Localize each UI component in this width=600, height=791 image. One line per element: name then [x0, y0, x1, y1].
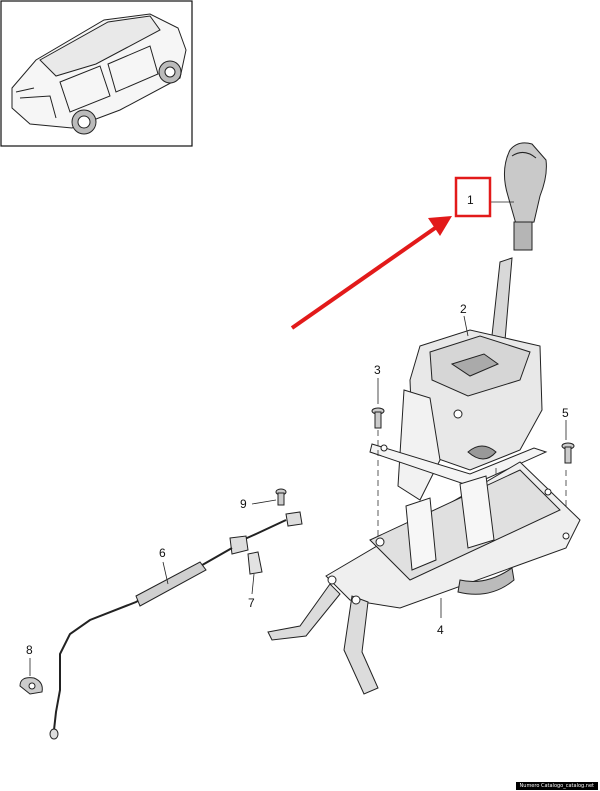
- callout-2: 2: [460, 302, 467, 316]
- screw-3: [371, 407, 385, 429]
- callout-1: 1: [467, 193, 474, 207]
- shift-cable: [49, 511, 303, 740]
- callout-7: 7: [248, 596, 255, 610]
- callout-9: 9: [240, 497, 247, 511]
- callout-leaders: [29, 201, 567, 676]
- highlight-arrow: [290, 216, 452, 330]
- watermark: Numero Catalogo_catalog.net: [515, 782, 598, 790]
- vehicle-thumbnail: [0, 0, 193, 147]
- clip-7: [247, 551, 263, 575]
- callout-5: 5: [562, 406, 569, 420]
- callout-8: 8: [26, 643, 33, 657]
- callout-1-highlight-box: [454, 176, 492, 218]
- suv-vehicle-icon: [11, 13, 187, 135]
- shifter-base-bracket: [267, 461, 581, 695]
- gear-shift-knob: [504, 142, 547, 251]
- clip-8: [19, 677, 43, 695]
- gear-selector-housing: [369, 329, 548, 501]
- callout-3: 3: [374, 363, 381, 377]
- callout-4: 4: [437, 623, 444, 637]
- screw-5: [561, 442, 575, 464]
- callout-6: 6: [159, 546, 166, 560]
- screw-9: [275, 488, 287, 506]
